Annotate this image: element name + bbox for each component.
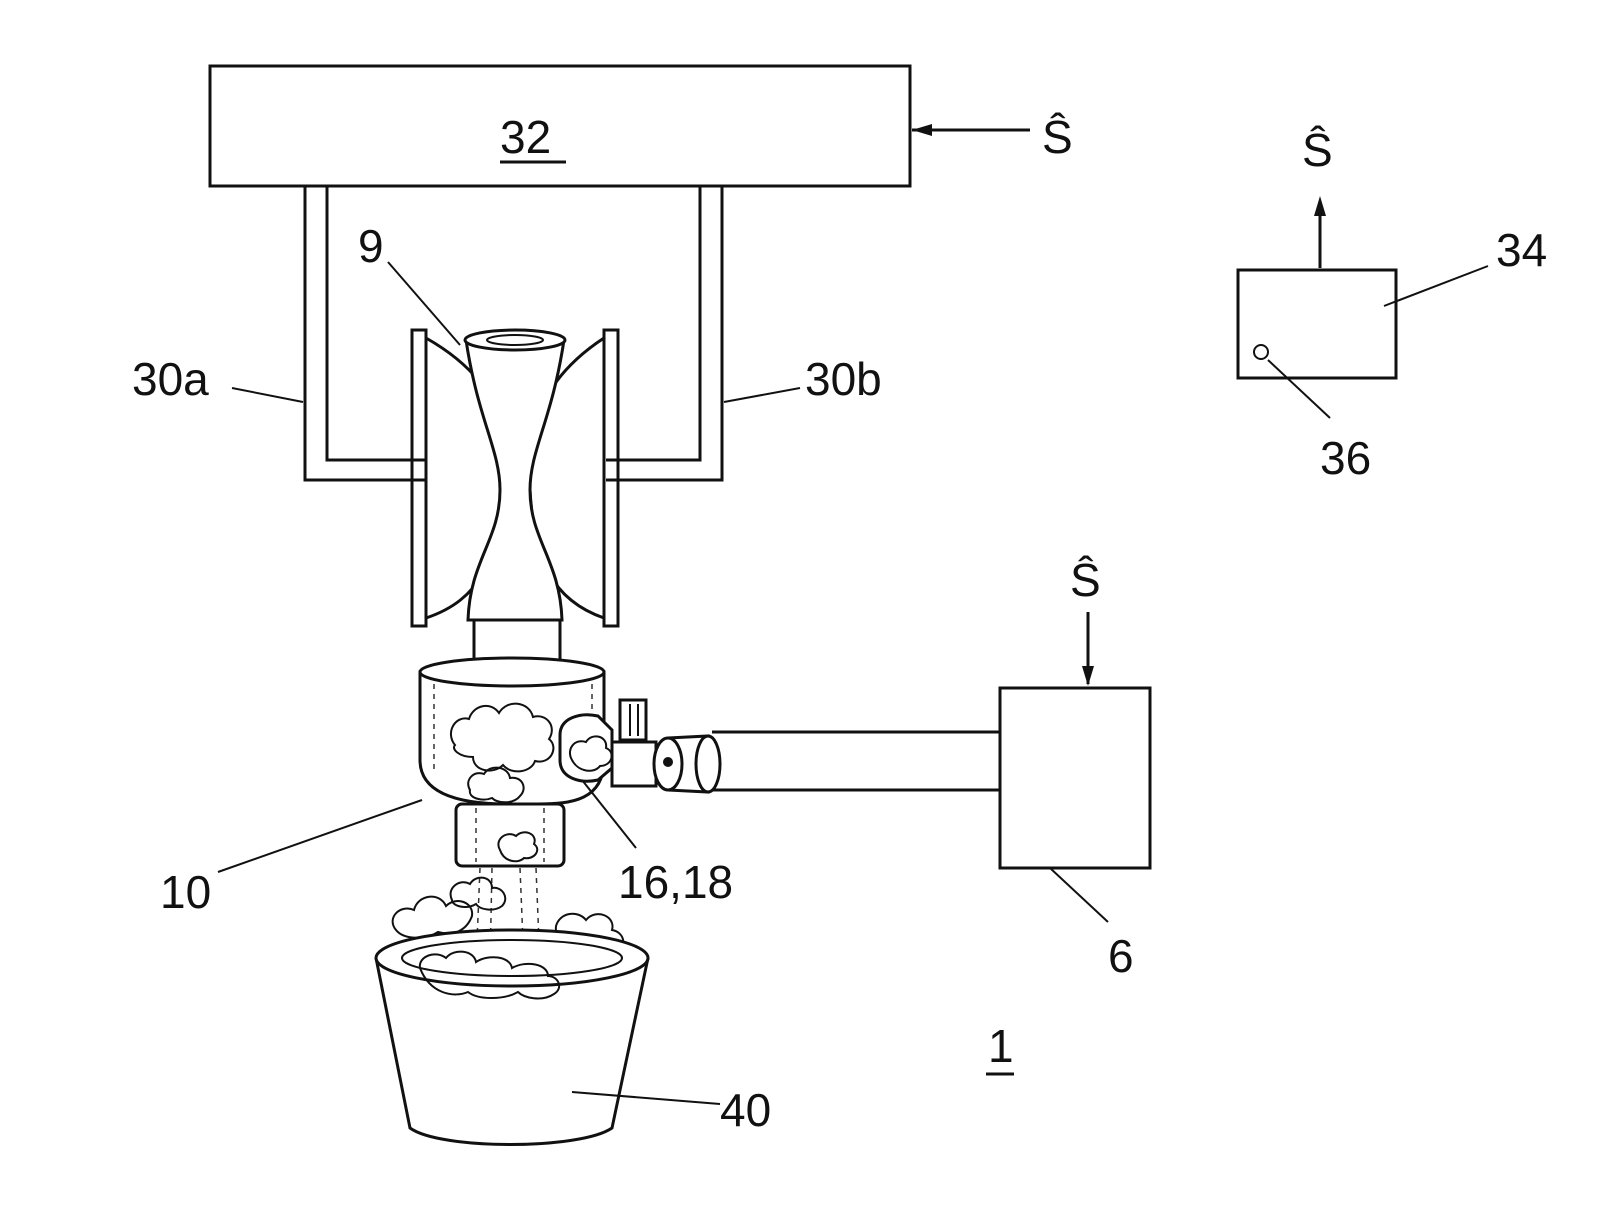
tube-9-leader [388, 262, 460, 345]
valve-fitting [620, 700, 646, 740]
remote-leader [1384, 266, 1488, 306]
nozzle-label: 16,18 [618, 856, 733, 908]
arm-30a-leader [232, 388, 303, 402]
remote-button-leader [1268, 360, 1330, 418]
arm-30b-label: 30b [805, 353, 882, 405]
controller-signal-arrowhead [912, 124, 932, 136]
nozzle-leader [582, 780, 636, 848]
controller-box [210, 66, 910, 186]
valve-connector [612, 742, 656, 786]
remote-label: 34 [1496, 224, 1547, 276]
remote-button [1254, 345, 1268, 359]
pump-signal-arrowhead [1082, 666, 1094, 686]
right-jaw-plate [604, 330, 618, 626]
pump-box [1000, 688, 1150, 868]
controller-label: 32 [500, 111, 551, 163]
container-rim [376, 930, 648, 986]
container-leader [572, 1092, 720, 1104]
remote-signal-arrowhead [1314, 196, 1326, 216]
supply-pipe [712, 732, 1000, 790]
remote-box [1238, 270, 1396, 378]
head-label: 10 [160, 866, 211, 918]
outlet-nozzle [456, 804, 564, 866]
controller-signal-label: Ŝ [1042, 111, 1073, 163]
system-label: 1 [988, 1020, 1014, 1072]
head-leader [218, 800, 422, 872]
remote-signal-label: Ŝ [1302, 124, 1333, 176]
coupling-right [696, 736, 720, 792]
arm-30b [606, 186, 722, 480]
tube-9-label: 9 [358, 220, 384, 272]
head-rim [420, 658, 604, 686]
container-label: 40 [720, 1084, 771, 1136]
tube-9 [466, 340, 564, 620]
arm-30b-leader [724, 388, 800, 402]
coupling-dot [663, 757, 673, 767]
arm-30a-label: 30a [132, 353, 209, 405]
foam-cloud-center [451, 878, 506, 910]
pump-leader [1050, 868, 1108, 922]
left-jaw-plate [412, 330, 426, 626]
remote-button-label: 36 [1320, 432, 1371, 484]
tube-top-opening [465, 330, 565, 350]
pump-label: 6 [1108, 930, 1134, 982]
pump-signal-label: Ŝ [1070, 554, 1101, 606]
